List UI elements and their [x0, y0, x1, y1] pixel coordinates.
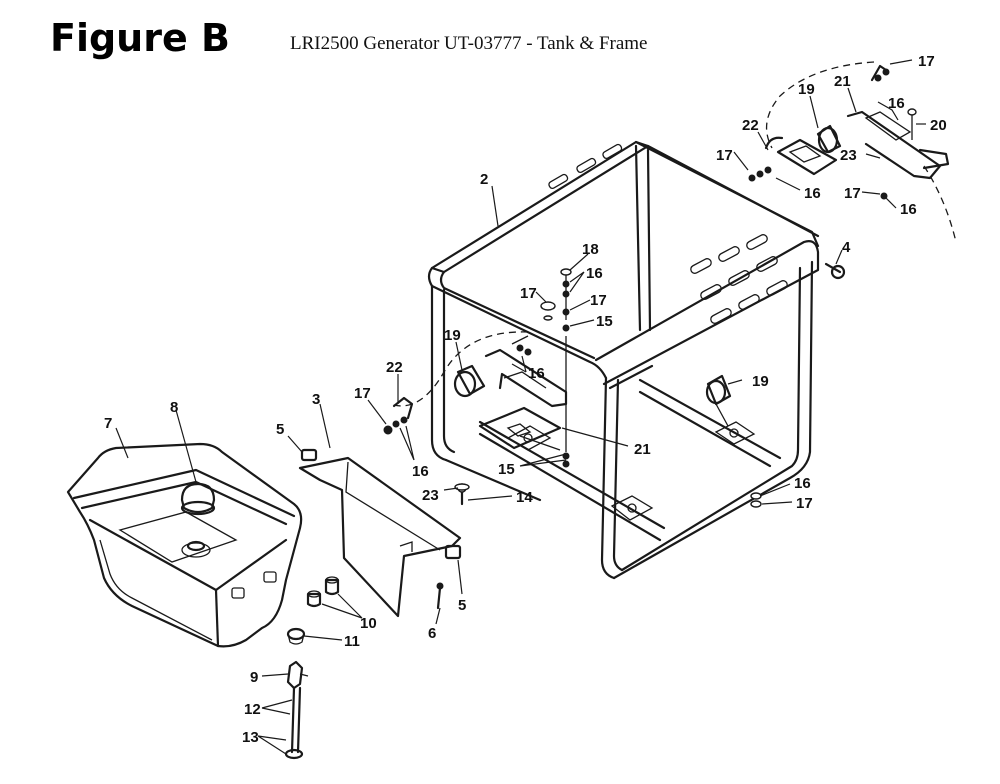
callout: 17 [844, 185, 861, 202]
callout: 16 [528, 365, 545, 382]
callout: 10 [360, 615, 377, 632]
callout: 16 [900, 201, 917, 218]
upper-right-detail [748, 61, 957, 243]
callout: 17 [716, 147, 733, 164]
callout: 5 [276, 421, 284, 438]
callout: 3 [312, 391, 320, 408]
frame-assembly [427, 140, 820, 580]
callout: 9 [250, 669, 258, 686]
center-hardware-stack [478, 268, 572, 468]
screws [436, 483, 470, 610]
grommets [286, 576, 340, 645]
callout: 18 [582, 241, 599, 258]
callout: 8 [170, 399, 178, 416]
frame-bolt [824, 262, 846, 280]
callout: 15 [498, 461, 515, 478]
callout: 23 [840, 147, 857, 164]
callout: 16 [888, 95, 905, 112]
callout: 11 [344, 633, 360, 650]
left-mount-assembly [383, 331, 568, 435]
callout: 22 [742, 117, 759, 134]
fuel-valve-assembly [284, 660, 309, 760]
callout: 16 [794, 475, 811, 492]
rear-mount [705, 374, 732, 427]
callout: 22 [386, 359, 403, 376]
callout: 6 [428, 625, 436, 642]
diagram-subtitle: LRI2500 Generator UT-03777 - Tank & Fram… [290, 33, 648, 54]
callout: 16 [412, 463, 429, 480]
leader-lines [115, 59, 926, 755]
callout: 4 [842, 239, 851, 256]
callout: 23 [422, 487, 439, 504]
callout: 19 [444, 327, 461, 344]
callout: 17 [796, 495, 813, 512]
callout: 19 [752, 373, 769, 390]
callout: 7 [104, 415, 112, 432]
callout: 13 [242, 729, 259, 746]
tank-bracket [298, 448, 462, 618]
figure-label: Figure B [50, 16, 230, 60]
callout: 17 [918, 53, 935, 70]
callout: 17 [354, 385, 371, 402]
callout: 16 [804, 185, 821, 202]
callout: 21 [634, 441, 651, 458]
callout: 20 [930, 117, 947, 134]
callout: 2 [480, 171, 488, 188]
fuel-cap [180, 482, 216, 558]
callout: 5 [458, 597, 466, 614]
callout: 17 [520, 285, 537, 302]
callout-numbers: 2 17 19 21 16 20 22 23 17 16 17 16 4 18 … [104, 53, 947, 746]
frame-slots [548, 143, 788, 324]
callout: 12 [244, 701, 261, 718]
callout: 17 [590, 292, 607, 309]
callout: 19 [798, 81, 815, 98]
callout: 16 [586, 265, 603, 282]
callout: 15 [596, 313, 613, 330]
callout: 14 [516, 489, 533, 506]
callout: 21 [834, 73, 851, 90]
